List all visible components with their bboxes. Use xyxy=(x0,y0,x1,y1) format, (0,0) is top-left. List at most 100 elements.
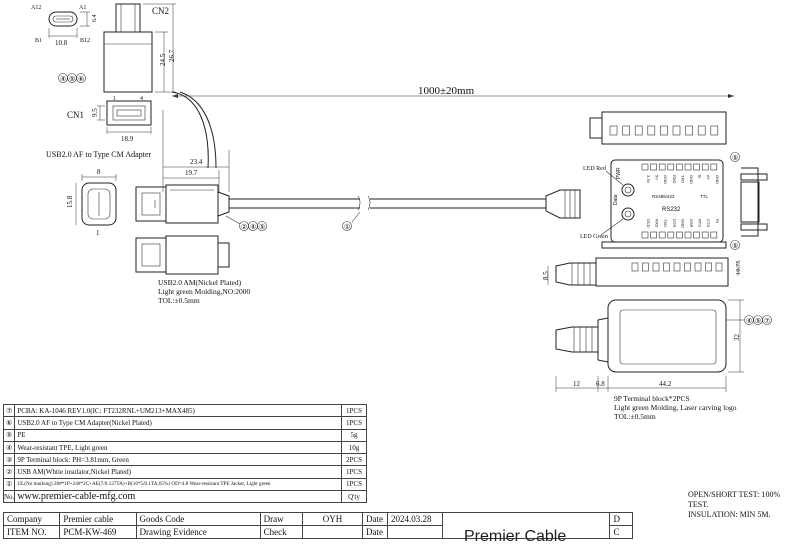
usb-am-side-view: USB2.0 AM(Nickel Plated) Light green Mol… xyxy=(135,235,251,305)
pcb-bot-pin-label: RI xyxy=(715,219,720,223)
rs485-label: RS485/422 xyxy=(652,194,675,199)
balloon-right-top: ⑤ xyxy=(732,154,738,162)
checker-value xyxy=(301,525,364,539)
bom-item-desc: PE xyxy=(14,428,342,442)
terminal-screw xyxy=(634,125,643,136)
balloon-cn2-1: ④ xyxy=(60,75,66,83)
balloon-right-bottom-3: ⑦ xyxy=(764,317,770,325)
terminal-tol-label: TOL:±0.5mm xyxy=(614,412,656,421)
terminal-block-bottom xyxy=(601,241,727,249)
terminal-screw xyxy=(622,125,630,136)
pcb-pad xyxy=(658,163,666,171)
bom-item-desc: USB2.0 AF to Type CM Adapter(Nickel Plat… xyxy=(14,416,342,430)
pcb-top-pin-label: B- xyxy=(698,175,703,180)
usb-am-connector xyxy=(135,184,230,224)
check-label: Check xyxy=(259,525,303,539)
pcb-top-pin-label: RXD xyxy=(672,175,677,184)
data-label: Data xyxy=(613,194,619,205)
bom-footer-qty: Q'ty xyxy=(341,490,367,504)
bom-item-no: ② xyxy=(2,465,16,479)
pcb-pad xyxy=(693,163,700,171)
pcb-board: LED Red LED Green PWR Data RS232 RS485/4… xyxy=(580,159,724,243)
bom-item-qty: 1PCS xyxy=(341,403,367,418)
note-open-short: OPEN/SHORT TEST: 100% TEST. xyxy=(688,490,781,509)
rev-c: C xyxy=(609,525,633,539)
pcb-pad xyxy=(684,231,692,239)
bom-item-desc: USB AM(Whtie insulator,Nickel Plated) xyxy=(14,465,342,479)
dim-44-2: 44.2 xyxy=(659,380,672,388)
dim-10-75: 10.75 xyxy=(735,260,742,275)
molded-housing-view: 32 ④ ⑤ ⑦ 12 6.8 44.2 9P Terminal block*2… xyxy=(555,299,772,421)
pcb-bot-pin-label: RTS xyxy=(698,219,703,227)
terminal-screw xyxy=(642,262,649,272)
terminal-screw xyxy=(684,262,691,272)
main-cable: ① xyxy=(229,189,581,231)
company-label: Company xyxy=(2,512,61,526)
pcb-pad xyxy=(676,163,683,171)
pcb-pad xyxy=(650,231,657,239)
led-red-label: LED Red xyxy=(583,166,606,172)
dim-cn1-9-5: 9.5 xyxy=(91,108,99,117)
draw-label: Draw xyxy=(259,512,303,526)
usb-am-molding: Light green Molding,NO:2000 xyxy=(158,287,251,296)
bom-item-no: ④ xyxy=(2,440,16,455)
usb-am-end-view: 8 1 15.8 xyxy=(66,168,117,237)
dim-32: 32 xyxy=(733,334,741,342)
pin-label-a1: A1 xyxy=(79,5,86,11)
bom-item-qty: 5g xyxy=(341,428,367,442)
pcb-bot-pin-label: DTR xyxy=(672,219,677,227)
dim-cn2-24-5: 24.5 xyxy=(159,53,167,66)
terminal-screw xyxy=(660,125,668,136)
terminal-screw xyxy=(697,125,706,136)
terminal-screw xyxy=(663,262,670,272)
terminal-screw xyxy=(672,125,681,136)
drawing-evidence: Drawing Evidence xyxy=(135,525,261,539)
terminal-screw xyxy=(631,262,639,272)
balloon-right-mid: ⑤ xyxy=(732,242,738,250)
bom-item-no: ⑦ xyxy=(2,403,16,418)
drawer-value: OYH xyxy=(301,512,364,526)
test-notes: OPEN/SHORT TEST: 100% TEST. INSULATION: … xyxy=(688,490,800,520)
pcb-top-pin-label: GND xyxy=(663,175,668,184)
pcb-bot-pin-label: TXD xyxy=(663,219,668,227)
terminal-screw xyxy=(715,262,723,272)
pcb-pad xyxy=(641,231,649,239)
pcb-pad xyxy=(676,231,683,239)
dim-typec-height: 6.4 xyxy=(92,15,98,23)
terminal-screw xyxy=(609,125,618,136)
company-value: Premier cable xyxy=(59,512,137,526)
dim-15-8: 15.8 xyxy=(66,195,74,208)
ttl-label: TTL xyxy=(700,194,708,199)
terminal-mold-label: Light green Molding, Laser carving logo xyxy=(614,403,737,412)
terminal-screw xyxy=(673,262,681,272)
pcb-bot-pin-label: RXD xyxy=(655,219,660,228)
pcb-pad xyxy=(701,231,709,239)
dim-8-5: 8.5 xyxy=(542,271,550,280)
pcb-top-pin-label: TXD xyxy=(680,175,685,183)
terminal-screw xyxy=(647,125,656,136)
balloon-cn2-3: ⑥ xyxy=(78,75,84,83)
item-label: ITEM NO. xyxy=(2,525,61,539)
adapter-label: USB2.0 AF to Type CM Adapter xyxy=(46,150,151,159)
led-green-label: LED Green xyxy=(580,234,608,240)
pcb-bot-pin-label: DCD xyxy=(646,219,651,228)
goods-code-label: Goods Code xyxy=(135,512,261,526)
pcb-pad xyxy=(641,163,649,171)
bom-item-no: ① xyxy=(2,477,16,492)
bom-item-qty: 1PCS xyxy=(341,465,367,479)
pcb-pad xyxy=(658,231,666,239)
dim-cn1-18-9: 18.9 xyxy=(121,135,134,143)
note-insulation: INSULATION: MIN 5M. xyxy=(688,510,771,519)
terminal-screw xyxy=(705,262,712,272)
pcb-pad xyxy=(667,163,675,171)
side-elevation: 8.5 10.75 xyxy=(542,257,742,287)
bom-footer-website: www.premier-cable-mfg.com xyxy=(14,490,342,504)
cn1-pin-4: 4 xyxy=(140,96,143,102)
typec-end-view: A12 A1 B1 B12 10.8 6.4 xyxy=(31,5,98,47)
bom-item-no: ③ xyxy=(2,453,16,467)
